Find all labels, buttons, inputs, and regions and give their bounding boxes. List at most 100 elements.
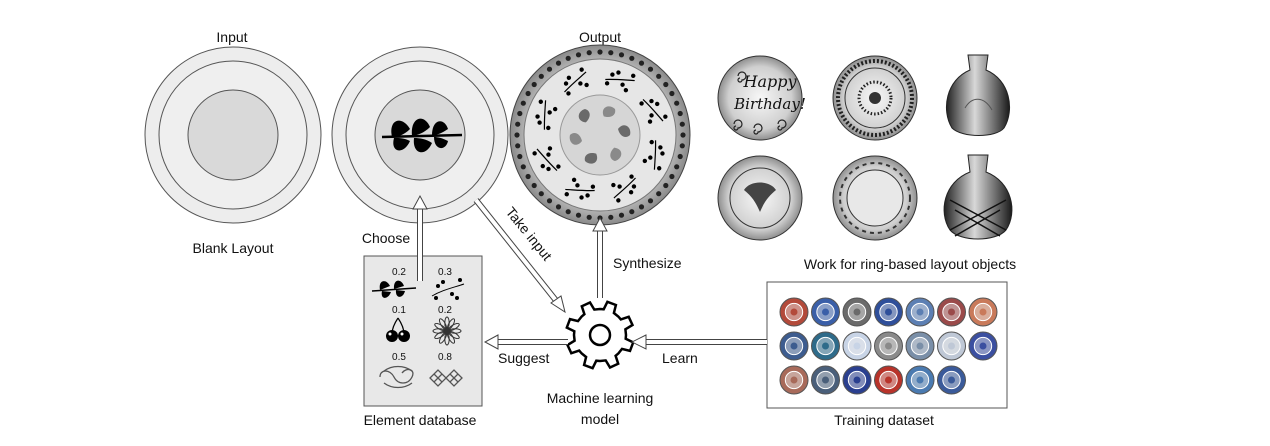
leaf-branch-icon (381, 118, 463, 153)
swirl (733, 119, 743, 131)
phoenix-motif (744, 182, 776, 212)
arrows-group (412, 194, 767, 350)
berry-branch-motif (604, 70, 636, 93)
rim-dot (538, 73, 544, 79)
berry-branch-motif (564, 177, 596, 200)
berry-branch-motif (535, 99, 558, 131)
rim-dot (647, 198, 654, 204)
training-plate (811, 331, 840, 361)
training-plate (968, 331, 998, 361)
training-plate-grid (779, 297, 998, 395)
rim-dot (517, 110, 523, 117)
rim-dot (629, 209, 635, 215)
training-plate (779, 297, 809, 327)
daisy-flower-element-icon (432, 316, 462, 346)
rim-dot (647, 66, 654, 72)
berry-branch-motif (532, 146, 561, 172)
leaf-motif (584, 153, 598, 164)
birthday-plate (717, 55, 803, 141)
rim-dot (669, 90, 675, 97)
birthday-text-line1: Happy (742, 72, 797, 91)
training-plate (905, 297, 935, 327)
vase-bottom-pattern (949, 199, 1007, 237)
rim-dot (531, 81, 537, 88)
rim-dot (525, 90, 531, 97)
rim-dot (608, 214, 614, 220)
rim-dot (546, 198, 553, 204)
training-plate (874, 297, 903, 327)
score-berry-branch: 0.3 (438, 267, 452, 278)
work-caption: Work for ring-based layout objects (804, 256, 1016, 272)
training-plate (779, 365, 809, 395)
rim-dot (656, 73, 662, 79)
output-rim-dots (514, 49, 686, 221)
leaf-motif (602, 106, 616, 117)
training-dataset-group: Training dataset (766, 281, 1008, 428)
training-plate (905, 331, 935, 361)
geometric-center-dot (869, 92, 881, 104)
training-plate (842, 331, 872, 361)
vase-bottom (943, 154, 1013, 240)
rim-dot (546, 66, 553, 72)
rim-dot (674, 100, 680, 106)
swirl (737, 71, 747, 83)
floral-ring-band (839, 162, 911, 234)
leaf-motif (569, 133, 582, 145)
element-database-label: Element database (364, 412, 477, 428)
rim-dot (586, 214, 592, 220)
training-plate (937, 365, 966, 395)
rim-dot (538, 191, 544, 197)
geometric-inner-band (857, 80, 893, 116)
element-database-group: 0.2 0.3 0.1 0.2 0.5 (363, 255, 483, 428)
celtic-knot-element-icon (379, 365, 414, 389)
choose-label: Choose (362, 230, 410, 246)
rim-dot (517, 153, 523, 160)
training-plate (779, 331, 809, 361)
example-works-group: Happy Birthday! Work for ring-based layo… (717, 54, 1016, 272)
output-plate-group: Output (509, 29, 691, 226)
rim-dot (669, 173, 675, 180)
swirl (753, 123, 763, 135)
rim-dot (629, 55, 635, 61)
leaf-branch-element-icon (371, 280, 417, 298)
training-plate (937, 331, 966, 361)
rim-dot (514, 132, 520, 138)
score-lattice-knot: 0.8 (438, 352, 452, 363)
chosen-layout-group: Choose (331, 46, 509, 246)
leaf-motif (610, 147, 622, 161)
rim-dot (677, 153, 683, 160)
gear-hole (588, 323, 612, 347)
score-daisy-flower: 0.2 (438, 305, 452, 316)
rim-dot (525, 173, 531, 180)
training-plate (874, 331, 903, 361)
rim-dot (674, 164, 680, 170)
training-plate (905, 365, 935, 395)
rim-dot (520, 100, 526, 106)
rim-dot (679, 121, 685, 127)
rim-dot (663, 182, 669, 189)
berry-branch-motif (563, 67, 589, 96)
rim-dot (575, 212, 582, 218)
blank-layout-label: Blank Layout (193, 240, 274, 256)
output-center-leaves (569, 106, 631, 164)
take-input-label: Take input (503, 204, 556, 264)
cherries-element-icon (386, 317, 410, 342)
berry-branch-motif (642, 139, 665, 171)
leaf-motif (618, 125, 631, 137)
rim-dot (677, 110, 683, 117)
berry-branch-motif (639, 98, 668, 124)
rim-dot (565, 55, 571, 61)
swirl (777, 119, 787, 131)
leaf-motif (578, 109, 590, 123)
geometric-outer-band (836, 59, 914, 137)
rim-dot (575, 52, 582, 58)
rim-dot (638, 204, 645, 210)
birthday-text-line2: Birthday! (733, 95, 806, 113)
score-celtic-knot: 0.5 (392, 352, 406, 363)
rim-dot (520, 164, 526, 170)
training-plate (937, 297, 966, 327)
blank-inner-ring (187, 89, 279, 181)
training-plate (874, 365, 903, 395)
rim-dot (608, 50, 614, 56)
berry-branch-motif (611, 174, 637, 203)
